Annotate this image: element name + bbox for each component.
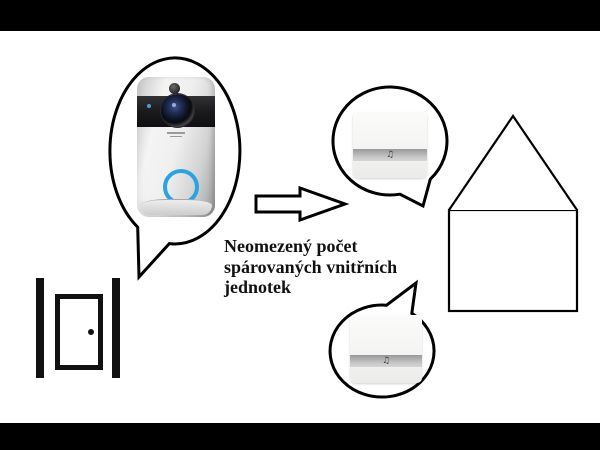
letterbox-top bbox=[0, 0, 600, 31]
motion-sensor-icon bbox=[169, 83, 180, 94]
caption-text: Neomezený počet spárovaných vnitřních je… bbox=[224, 236, 420, 298]
chime-speaker-band: ♫ bbox=[353, 149, 427, 161]
house-roof-outline bbox=[448, 114, 578, 211]
door-frame-right bbox=[112, 278, 120, 378]
music-note-icon: ♫ bbox=[385, 149, 395, 160]
right-arrow-icon bbox=[254, 185, 350, 223]
caption-line: jednotek bbox=[224, 277, 291, 297]
chime-unit-bottom: ♫ bbox=[350, 315, 422, 383]
letterbox-bottom bbox=[0, 423, 600, 450]
door-frame-left bbox=[36, 278, 44, 378]
door-knob bbox=[88, 329, 94, 335]
open-door-icon bbox=[36, 278, 120, 378]
video-doorbell-device bbox=[137, 77, 215, 217]
caption-line: Neomezený počet bbox=[224, 236, 358, 256]
caption-line: spárovaných vnitřních bbox=[224, 256, 398, 277]
camera-lens-icon bbox=[161, 94, 194, 127]
music-note-icon: ♫ bbox=[381, 355, 391, 366]
brand-mark bbox=[170, 136, 182, 137]
chime-speaker-band: ♫ bbox=[350, 355, 422, 367]
chime-unit-top: ♫ bbox=[353, 111, 427, 178]
lens-highlight bbox=[172, 103, 176, 107]
status-led bbox=[147, 104, 151, 108]
brand-mark bbox=[167, 132, 185, 134]
house-body-outline bbox=[447, 208, 579, 313]
door-panel bbox=[55, 294, 103, 370]
doorbell-bottom-cap bbox=[140, 199, 212, 215]
